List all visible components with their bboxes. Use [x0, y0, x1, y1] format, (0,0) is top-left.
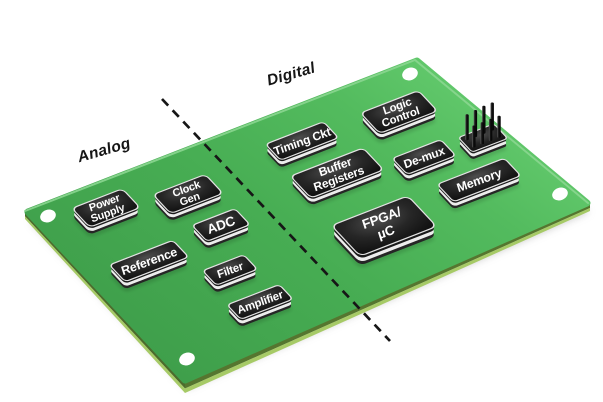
mounting-hole-left: [40, 209, 56, 223]
board-edge-right: [185, 204, 590, 393]
board-far-edge-highlight: [24, 58, 589, 212]
chip-power-supply: Power Supply: [73, 189, 139, 237]
chip-buffer-registers: Buffer Registers: [291, 148, 383, 208]
chip-timing-ckt: Timing Ckt: [266, 122, 338, 171]
mounting-hole-top: [402, 67, 418, 81]
analog-digital-divider: [161, 98, 391, 342]
pin-header: [459, 102, 507, 163]
chip-adc: ADC: [193, 209, 249, 252]
analog-section-label: Analog: [75, 135, 133, 167]
digital-section-label: Digital: [265, 59, 318, 89]
chip-reference: Reference: [110, 240, 188, 292]
chip-fpga-uc: FPGA/ µC: [333, 196, 435, 268]
chip-memory: Memory: [438, 158, 520, 212]
mounting-hole-right: [552, 187, 568, 201]
chip-logic-control: Logic Control: [362, 91, 436, 144]
mounting-hole-bottom: [179, 352, 195, 366]
chip-amplifier: Amplifier: [228, 285, 292, 330]
pin-header-pins: [465, 102, 501, 148]
board-edge-left: [25, 213, 185, 393]
chip-clock-gen: Clock Gen: [154, 175, 222, 224]
chip-filter: Filter: [203, 255, 257, 296]
chip-fpga-uc-label-line2: µC: [376, 222, 397, 242]
